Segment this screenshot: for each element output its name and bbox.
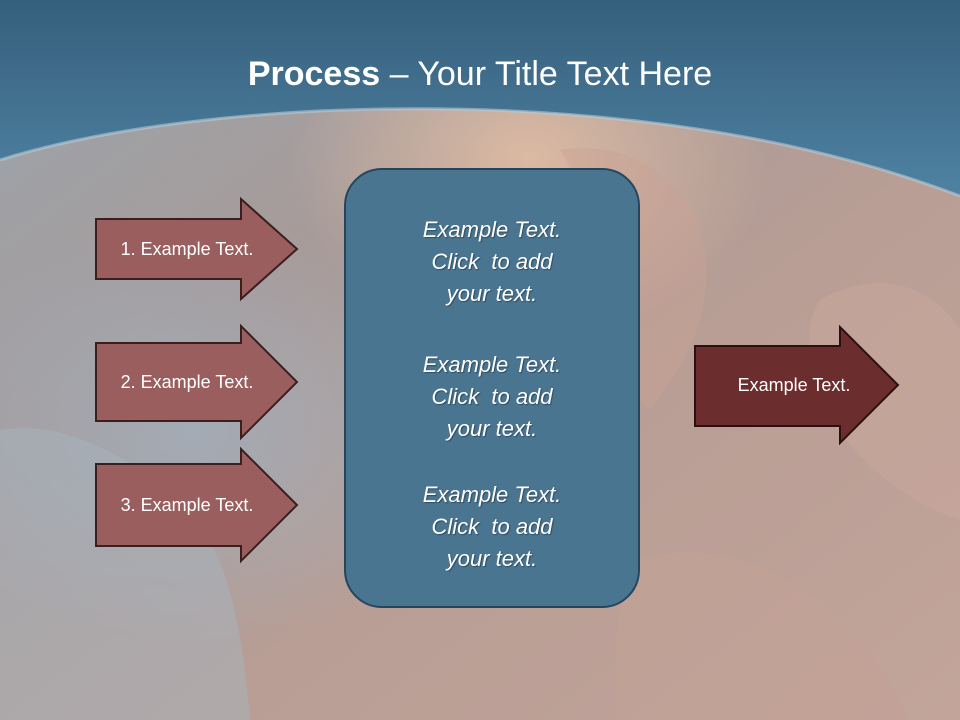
center-item-1-line1: Example Text.: [422, 217, 562, 242]
left-arrow-3-label: 3. Example Text.: [120, 494, 254, 515]
center-item-3: Example Text. Click to add your text.: [346, 479, 638, 575]
slide-title: Process – Your Title Text Here: [0, 52, 960, 96]
center-item-1-line3: your text.: [446, 281, 538, 306]
center-item-2-line2: Click to add: [431, 384, 553, 409]
left-arrow-1-label: 1. Example Text.: [120, 238, 254, 259]
center-box: Example Text. Click to add your text. Ex…: [344, 168, 640, 608]
left-arrow-1: 1. Example Text.: [95, 196, 299, 302]
arrow-shape: [95, 323, 299, 441]
arrow-shape: [694, 324, 900, 446]
left-arrow-3: 3. Example Text.: [95, 446, 299, 564]
left-arrow-2-label: 2. Example Text.: [120, 371, 254, 392]
title-rest: – Your Title Text Here: [380, 55, 713, 93]
right-arrow-label: Example Text.: [737, 374, 851, 395]
center-item-3-line1: Example Text.: [422, 482, 562, 507]
center-item-3-line3: your text.: [446, 546, 538, 571]
title-bold: Process: [247, 55, 381, 93]
center-item-2-line1: Example Text.: [422, 352, 562, 377]
center-item-2-line3: your text.: [446, 416, 538, 441]
center-item-1: Example Text. Click to add your text.: [346, 214, 638, 310]
arrow-shape: [95, 196, 299, 302]
left-arrow-2: 2. Example Text.: [95, 323, 299, 441]
center-item-3-line2: Click to add: [431, 514, 553, 539]
right-arrow: Example Text.: [694, 324, 900, 446]
arrow-shape: [95, 446, 299, 564]
center-item-2: Example Text. Click to add your text.: [346, 349, 638, 445]
center-item-1-line2: Click to add: [431, 249, 553, 274]
